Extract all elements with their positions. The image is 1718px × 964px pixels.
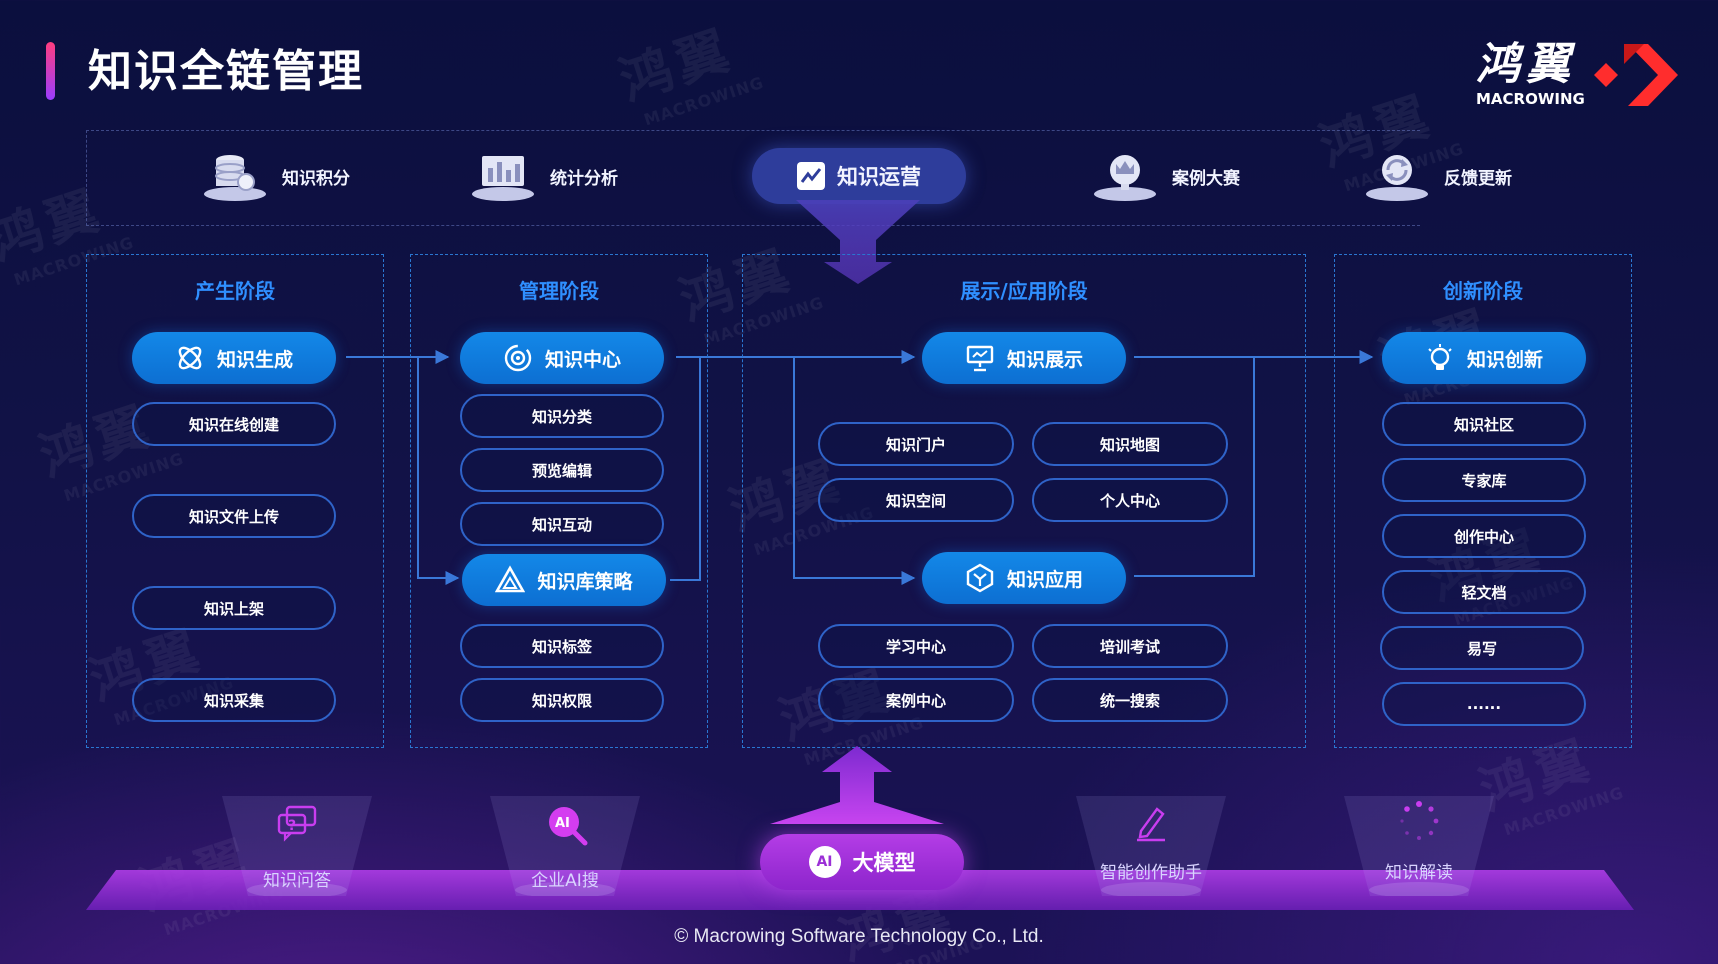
knowledge-generation-button[interactable]: 知识生成 xyxy=(132,332,336,384)
chip-unified-search[interactable]: 统一搜索 xyxy=(1032,678,1228,722)
chip-more[interactable]: ...... xyxy=(1382,682,1586,726)
chip-community[interactable]: 知识社区 xyxy=(1382,402,1586,446)
bar-chart-icon xyxy=(470,150,536,202)
spotlight xyxy=(1344,796,1494,896)
llm-up-arrow xyxy=(770,746,944,824)
chip-learning-center[interactable]: 学习中心 xyxy=(818,624,1014,668)
logo-name-zh: 鸿翼 xyxy=(1476,39,1576,90)
knowledge-innovation-button[interactable]: 知识创新 xyxy=(1382,332,1586,384)
pill-label: 知识库策略 xyxy=(537,570,633,593)
trend-line-icon xyxy=(797,162,825,190)
svg-text:?: ? xyxy=(288,818,296,834)
knowledge-base-strategy-button[interactable]: 知识库策略 xyxy=(462,554,666,606)
chip-expert-library[interactable]: 专家库 xyxy=(1382,458,1586,502)
op-label: 统计分析 xyxy=(550,168,618,189)
chip-preview-edit[interactable]: 预览编辑 xyxy=(460,448,664,492)
database-icon xyxy=(202,150,268,202)
pill-label: 知识生成 xyxy=(216,348,293,371)
stage-title: 展示/应用阶段 xyxy=(960,279,1088,303)
op-label: 知识积分 xyxy=(282,168,350,189)
op-statistics[interactable]: 统计分析 xyxy=(470,148,618,204)
stage-produce: 产生阶段 xyxy=(86,254,384,748)
chip-light-doc[interactable]: 轻文档 xyxy=(1382,570,1586,614)
title-accent-bar xyxy=(46,42,55,100)
knowledge-display-button[interactable]: 知识展示 xyxy=(922,332,1126,384)
large-model-button[interactable]: AI 大模型 xyxy=(760,834,964,890)
chip-case-center[interactable]: 案例中心 xyxy=(818,678,1014,722)
operations-bar xyxy=(86,130,1420,226)
tool-label[interactable]: 智能创作助手 xyxy=(1100,863,1202,883)
llm-label: 大模型 xyxy=(852,851,916,875)
platform-base xyxy=(86,870,1634,910)
stage-title: 管理阶段 xyxy=(519,279,599,303)
triangle-icon xyxy=(495,565,526,595)
spotlight xyxy=(490,796,640,896)
spotlight xyxy=(222,796,372,896)
refresh-icon xyxy=(1364,150,1430,202)
ai-search-icon-text: AI xyxy=(555,816,570,831)
op-knowledge-points[interactable]: 知识积分 xyxy=(202,148,350,204)
chip-interaction[interactable]: 知识互动 xyxy=(460,502,664,546)
stage-display-apply: 展示/应用阶段 xyxy=(742,254,1306,748)
presentation-board-icon xyxy=(965,343,995,373)
stage-title: 产生阶段 xyxy=(195,279,275,303)
stage-manage: 管理阶段 xyxy=(410,254,708,748)
logo-name-en: MACROWING xyxy=(1476,90,1585,108)
stage-innovate: 创新阶段 xyxy=(1334,254,1632,748)
chat-question-icon: ? xyxy=(272,800,322,850)
stage-title: 创新阶段 xyxy=(1443,279,1523,303)
logo-chevron-icon xyxy=(1594,44,1678,106)
chip-collect[interactable]: 知识采集 xyxy=(132,678,336,722)
op-label: 反馈更新 xyxy=(1444,168,1512,189)
tool-label[interactable]: 企业AI搜 xyxy=(531,871,599,891)
target-gear-icon xyxy=(503,343,533,373)
copyright-footer: © Macrowing Software Technology Co., Ltd… xyxy=(674,926,1044,947)
trophy-crown-icon xyxy=(1092,150,1158,202)
chip-classification[interactable]: 知识分类 xyxy=(460,394,664,438)
op-label: 知识运营 xyxy=(837,165,921,189)
chip-publish[interactable]: 知识上架 xyxy=(132,586,336,630)
op-feedback-update[interactable]: 反馈更新 xyxy=(1364,148,1512,204)
chip-knowledge-space[interactable]: 知识空间 xyxy=(818,478,1014,522)
chip-creation-center[interactable]: 创作中心 xyxy=(1382,514,1586,558)
pill-label: 知识创新 xyxy=(1466,348,1543,371)
spotlight xyxy=(1076,796,1226,896)
tool-label[interactable]: 知识解读 xyxy=(1385,863,1453,883)
funnel-arrow xyxy=(796,200,920,284)
ai-badge-icon: AI xyxy=(808,846,841,878)
chip-training-exam[interactable]: 培训考试 xyxy=(1032,624,1228,668)
knowledge-center-button[interactable]: 知识中心 xyxy=(460,332,664,384)
chip-online-create[interactable]: 知识在线创建 xyxy=(132,402,336,446)
chip-personal-center[interactable]: 个人中心 xyxy=(1032,478,1228,522)
ai-search-icon: AI xyxy=(542,800,592,850)
loading-dots-icon xyxy=(1394,796,1444,846)
op-case-contest[interactable]: 案例大赛 xyxy=(1092,148,1240,204)
atom-icon xyxy=(175,343,205,373)
pill-label: 知识应用 xyxy=(1006,568,1083,591)
chip-easy-write[interactable]: 易写 xyxy=(1380,626,1584,670)
op-knowledge-operations[interactable]: 知识运营 xyxy=(752,148,966,204)
op-label: 案例大赛 xyxy=(1172,168,1240,189)
hexagon-cube-icon xyxy=(965,563,995,593)
tool-label[interactable]: 知识问答 xyxy=(263,871,331,891)
chip-tags[interactable]: 知识标签 xyxy=(460,624,664,668)
chip-knowledge-map[interactable]: 知识地图 xyxy=(1032,422,1228,466)
pill-label: 知识中心 xyxy=(544,348,621,371)
knowledge-application-button[interactable]: 知识应用 xyxy=(922,552,1126,604)
page-title: 知识全链管理 xyxy=(88,46,364,97)
chip-file-upload[interactable]: 知识文件上传 xyxy=(132,494,336,538)
pen-icon xyxy=(1126,798,1176,848)
chip-permissions[interactable]: 知识权限 xyxy=(460,678,664,722)
lightbulb-icon xyxy=(1425,343,1455,373)
chip-portal[interactable]: 知识门户 xyxy=(818,422,1014,466)
pill-label: 知识展示 xyxy=(1006,348,1083,371)
company-logo: 鸿翼 MACROWING xyxy=(1476,39,1678,114)
